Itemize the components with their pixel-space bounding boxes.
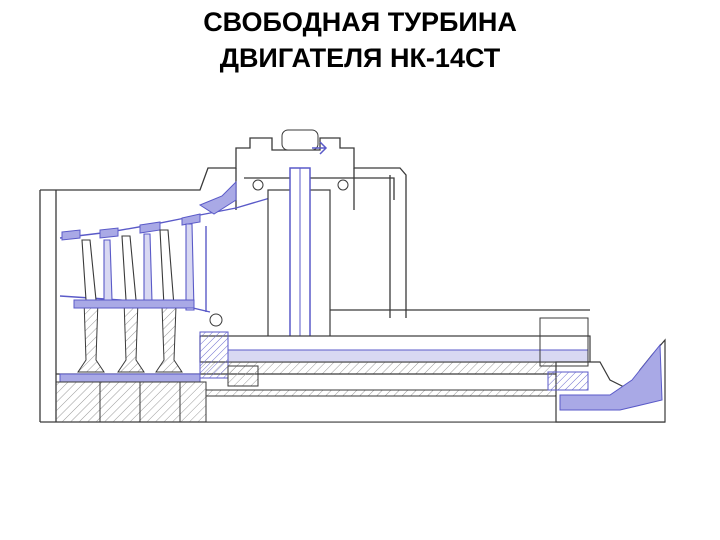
output-flange	[539, 317, 666, 423]
bearing-assemblies	[199, 313, 259, 387]
slide-title: СВОБОДНАЯ ТУРБИНА ДВИГАТЕЛЯ НК-14СТ	[0, 4, 720, 76]
title-line-1: СВОБОДНАЯ ТУРБИНА	[203, 7, 517, 37]
accent-parts	[61, 180, 237, 241]
main-shaft	[56, 309, 591, 383]
vertical-shaft	[252, 129, 349, 347]
lower-housing	[55, 381, 557, 423]
rotor-discs	[73, 299, 195, 373]
title-line-2: ДВИГАТЕЛЯ НК-14СТ	[219, 43, 501, 73]
turbine-blades	[81, 223, 195, 311]
